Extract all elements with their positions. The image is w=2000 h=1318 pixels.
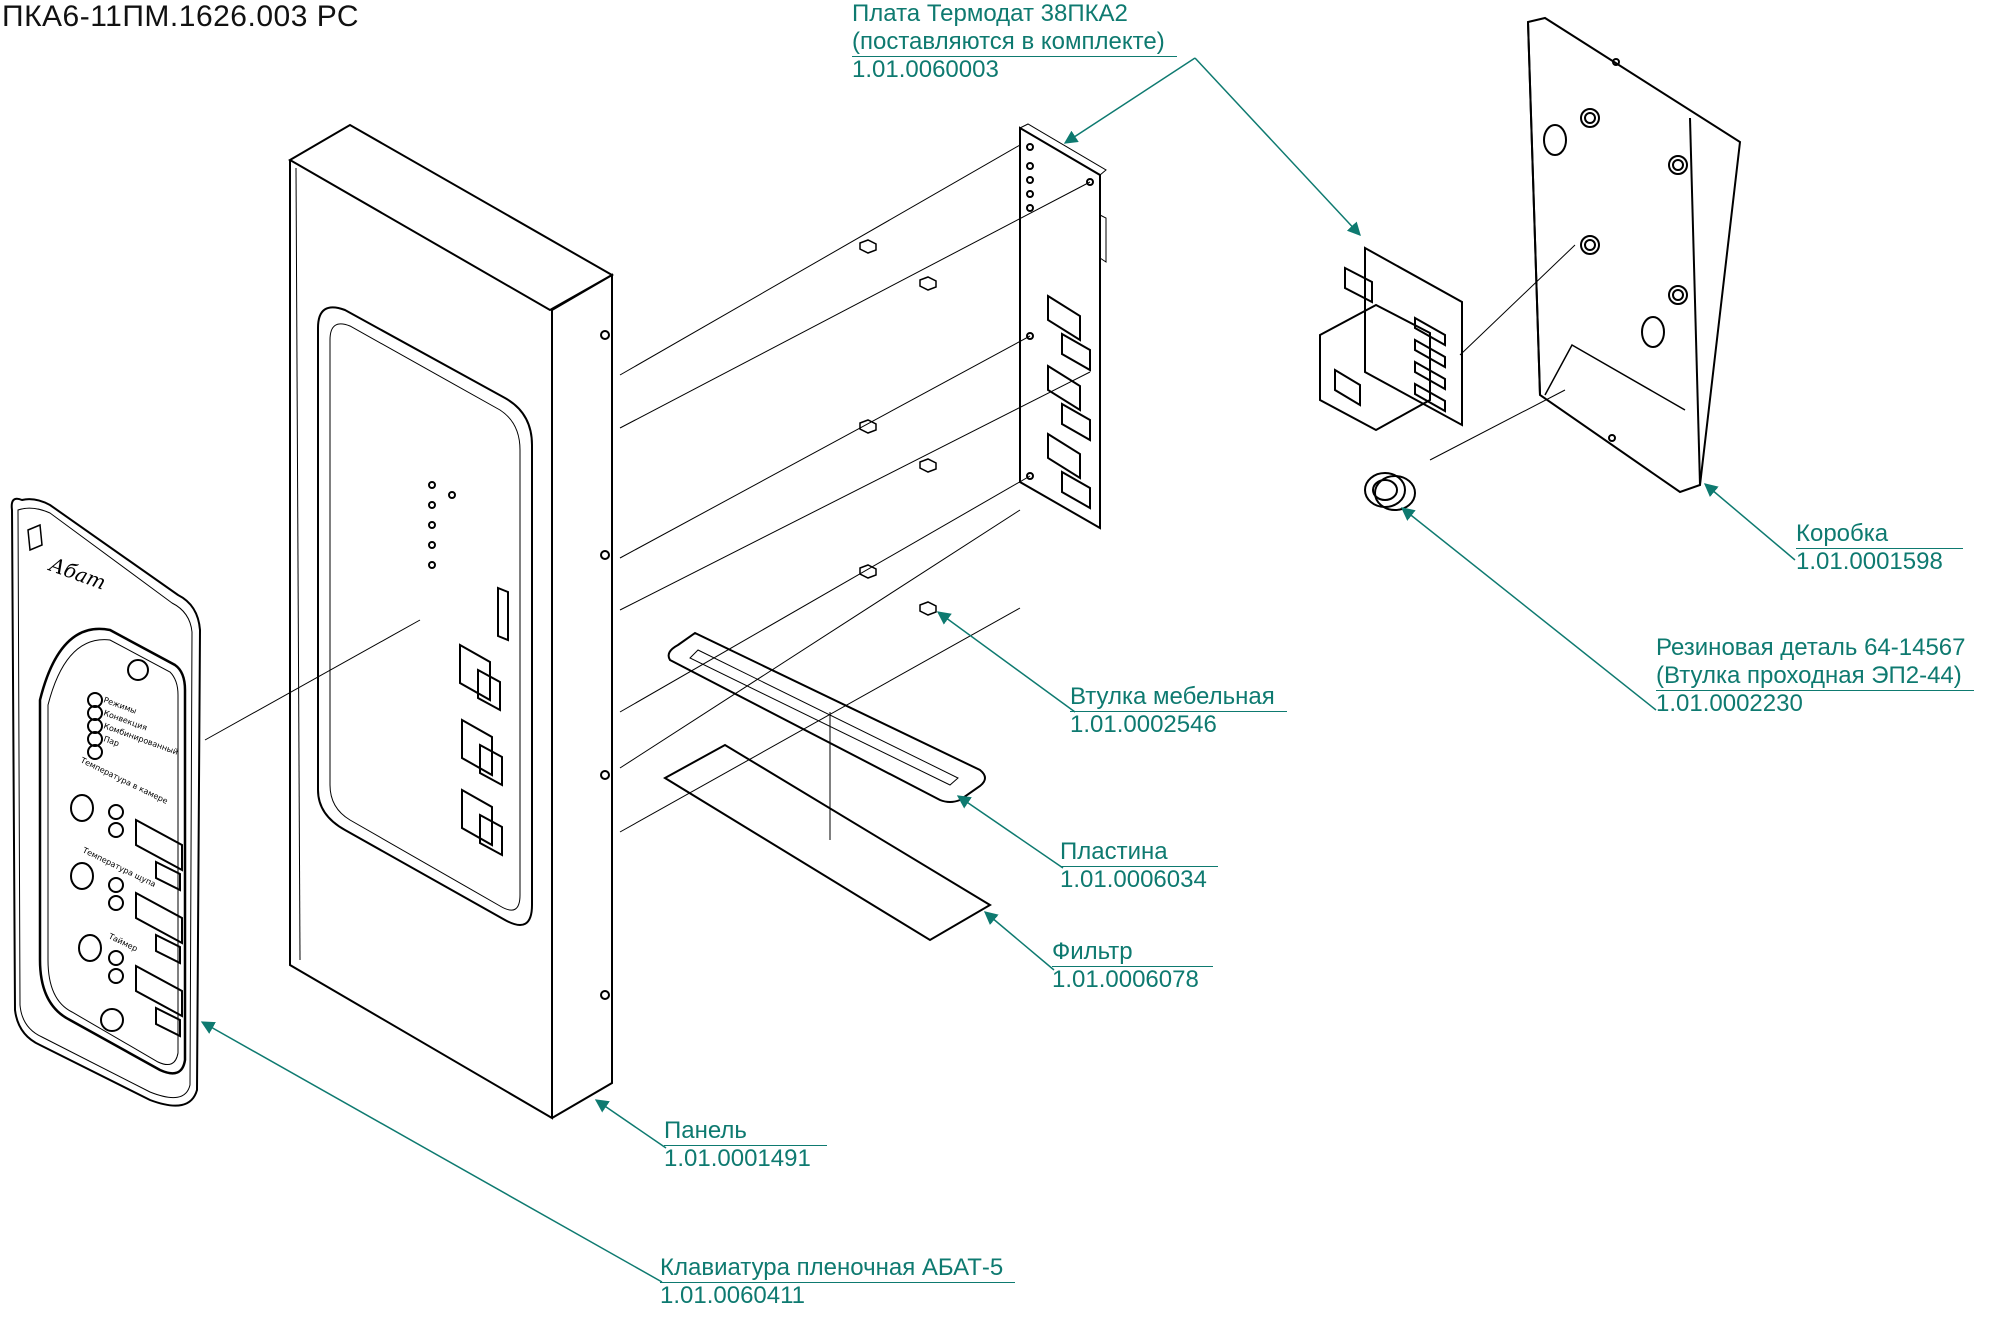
callout-rubber-name-1: Резиновая деталь 64-14567 [1656,634,1966,661]
callout-keypad-code: 1.01.0060411 [660,1282,806,1309]
callout-box-code: 1.01.0001598 [1796,548,1943,575]
callout-bushing-code: 1.01.0002546 [1070,711,1217,738]
callout-box: Коробка 1.01.0001598 [1796,520,1964,576]
callout-box-name: Коробка [1796,520,1964,549]
callout-filter: Фильтр 1.01.0006078 [1052,938,1213,994]
callout-rubber-name-2: (Втулка проходная ЭП2-44) [1656,662,1974,691]
callout-bushing: Втулка мебельная 1.01.0002546 [1070,683,1287,739]
rubber-grommet [1364,472,1416,511]
callout-panel: Панель 1.01.0001491 [664,1117,827,1173]
document-title: ПКА6-11ПМ.1626.003 РС [2,0,360,33]
callout-board-code: 1.01.0060003 [852,56,999,83]
callout-leaders [200,57,1796,1283]
thermodat-board [1019,123,1107,530]
plate [667,631,986,803]
box [1526,16,1742,494]
callout-bushing-name: Втулка мебельная [1070,683,1287,712]
abat-logo: Абат [27,523,109,595]
callout-plate-code: 1.01.0006034 [1060,866,1207,893]
keypad-membrane: Абат Режимы Конвекция Комбинированный Па… [10,497,202,1107]
keypad-label-timer: Таймер [106,931,139,953]
svg-text:Абат: Абат [44,551,109,594]
callout-filter-name: Фильтр [1052,938,1213,967]
callout-keypad-name: Клавиатура пленочная АБАТ-5 [660,1254,1016,1283]
panel-body [288,123,615,1120]
callout-board-name-1: Плата Термодат 38ПКА2 [852,0,1128,27]
controller-board [1319,246,1463,432]
assembly-lines [204,144,1576,840]
filter [663,743,992,942]
callout-filter-code: 1.01.0006078 [1052,966,1199,993]
callout-panel-name: Панель [664,1117,827,1146]
callout-plate-name: Пластина [1060,838,1218,867]
keypad-label-steam: Пар [102,734,120,748]
keypad-label-chamber-temp: Температура в камере [78,755,169,806]
callout-rubber: Резиновая деталь 64-14567 (Втулка проход… [1656,634,1974,718]
callout-board-name-2: (поставляются в комплекте) [852,28,1177,57]
callout-board: Плата Термодат 38ПКА2 (поставляются в ко… [852,0,1177,84]
callout-keypad: Клавиатура пленочная АБАТ-5 1.01.0060411 [660,1254,1016,1310]
callout-rubber-code: 1.01.0002230 [1656,690,1803,717]
callout-plate: Пластина 1.01.0006034 [1060,838,1218,894]
callout-panel-code: 1.01.0001491 [664,1145,811,1172]
